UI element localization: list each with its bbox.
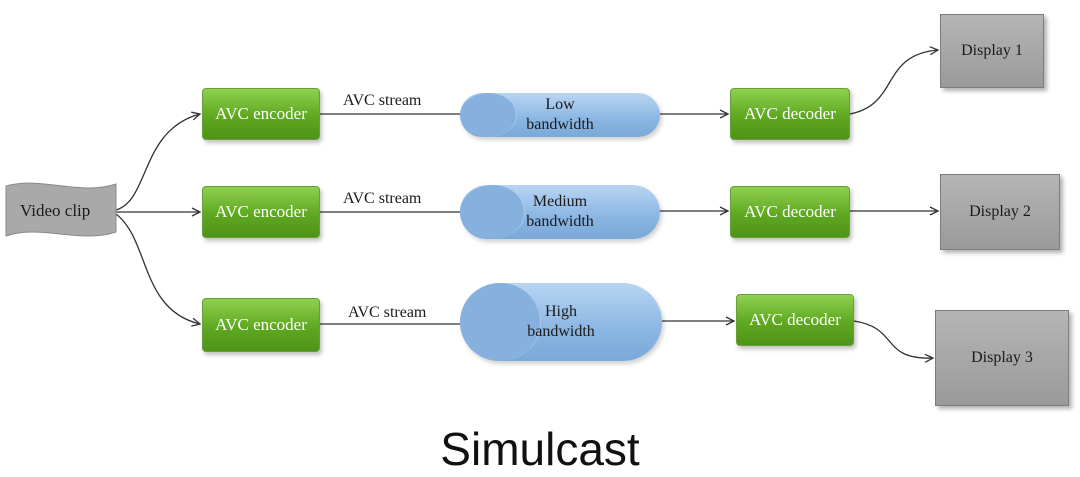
arrow-clip-to-encoder-3	[115, 213, 200, 324]
arrow-decoder-3-to-display	[853, 320, 933, 358]
display-2: Display 2	[940, 174, 1060, 250]
avc-decoder-1: AVC decoder	[730, 88, 850, 140]
avc-stream-label-1: AVC stream	[343, 92, 422, 109]
avc-encoder-3: AVC encoder	[202, 298, 320, 352]
avc-encoder-1: AVC encoder	[202, 88, 320, 140]
channel-1-line-2: bandwidth	[526, 116, 594, 133]
display-3: Display 3	[935, 310, 1069, 406]
channel-1-line-1: Low	[545, 96, 575, 113]
diagram-title: Simulcast	[440, 423, 640, 475]
video-clip-label: Video clip	[20, 201, 91, 220]
avc-decoder-2: AVC decoder	[730, 186, 850, 238]
channel-3-line-2: bandwidth	[527, 323, 595, 340]
channel-2-line-1: Medium	[532, 193, 588, 210]
video-clip-shape	[5, 182, 117, 237]
avc-stream-label-3: AVC stream	[348, 304, 427, 321]
arrow-clip-to-encoder-1	[115, 114, 200, 211]
display-1: Display 1	[940, 14, 1044, 88]
medium-bandwidth-channel: Medium bandwidth	[460, 185, 660, 239]
avc-decoder-3: AVC decoder	[736, 294, 854, 346]
avc-encoder-2: AVC encoder	[202, 186, 320, 238]
avc-stream-label-2: AVC stream	[343, 190, 422, 207]
arrow-decoder-1-to-display	[849, 50, 938, 115]
channel-2-line-2: bandwidth	[526, 213, 594, 230]
high-bandwidth-channel: High bandwidth	[460, 283, 662, 361]
low-bandwidth-channel: Low bandwidth	[460, 93, 660, 137]
channel-3-line-1: High	[544, 303, 577, 320]
